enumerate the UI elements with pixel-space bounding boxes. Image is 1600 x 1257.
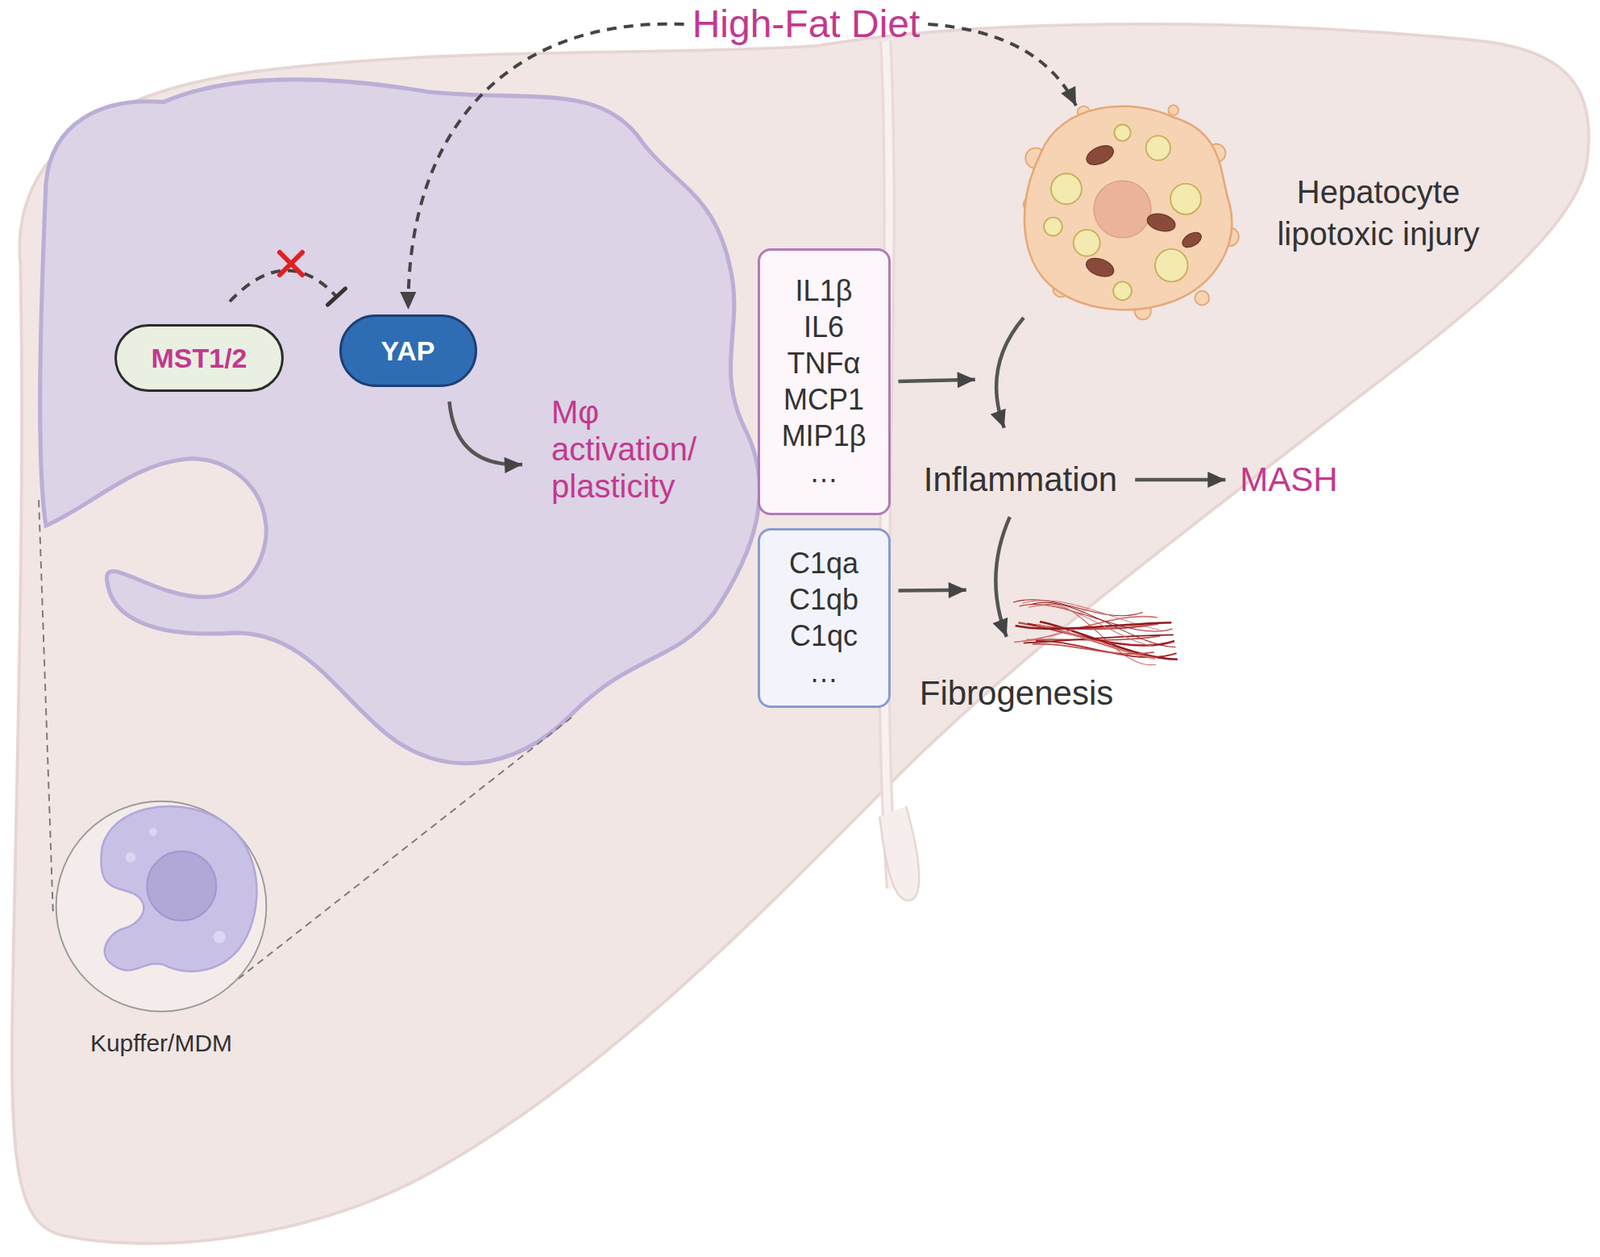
node-text: IL6 bbox=[803, 308, 844, 345]
vesicle bbox=[125, 851, 137, 863]
connector bbox=[898, 581, 967, 599]
arrow-head bbox=[399, 291, 416, 310]
illustration-stroke bbox=[1145, 211, 1177, 235]
kupffer-cell-icon bbox=[56, 801, 267, 1012]
connector-line bbox=[229, 270, 337, 302]
red-x bbox=[279, 252, 303, 275]
node-text: C1qb bbox=[789, 581, 859, 618]
arrow-head bbox=[993, 617, 1009, 637]
node-text: TNFα bbox=[787, 344, 861, 382]
arrow-head bbox=[957, 371, 976, 388]
vesicle bbox=[213, 930, 226, 944]
connector bbox=[993, 516, 1010, 637]
node-text: C1qc bbox=[789, 617, 858, 654]
cell-label: Kupffer/MDM bbox=[90, 1029, 233, 1057]
node-text: … bbox=[809, 653, 839, 690]
process-text: Inflammation bbox=[923, 460, 1118, 499]
node-text: Inflammation bbox=[923, 460, 1118, 499]
leader-line bbox=[226, 717, 572, 988]
node-text: C1qa bbox=[789, 544, 859, 582]
connector-line bbox=[927, 24, 1077, 106]
liver bbox=[12, 24, 1589, 1243]
hepatocyte-nucleus bbox=[1093, 180, 1152, 238]
illustration-stroke bbox=[1043, 217, 1063, 237]
illustration-stroke bbox=[1083, 141, 1117, 169]
illustration-stroke bbox=[1051, 173, 1082, 204]
illustration-stroke bbox=[1155, 249, 1189, 283]
connector-line bbox=[995, 516, 1010, 637]
connector-line bbox=[449, 401, 524, 465]
kupffer-nucleus bbox=[146, 851, 217, 921]
connector bbox=[399, 24, 684, 310]
inhibition-bar bbox=[327, 288, 345, 305]
illustration-stroke bbox=[1146, 135, 1171, 160]
illustration-stroke bbox=[1168, 104, 1180, 116]
vesicle bbox=[149, 827, 158, 836]
connector bbox=[449, 401, 524, 474]
complement-box: C1qaC1qbC1qc… bbox=[757, 527, 891, 708]
node-text: Hepatocyte lipotoxic injury bbox=[1253, 170, 1504, 255]
illustration-stroke bbox=[1073, 229, 1101, 257]
cytokine-box: IL1βIL6TNFαMCP1MIP1β… bbox=[757, 248, 891, 516]
red-x bbox=[279, 252, 303, 275]
connector bbox=[229, 270, 346, 305]
title-node: High-Fat Diet bbox=[692, 3, 921, 46]
disease-text: MASH bbox=[1239, 460, 1338, 499]
connector bbox=[1134, 471, 1226, 488]
illustration-stroke bbox=[1043, 124, 1202, 300]
illustration-stroke bbox=[1180, 229, 1205, 251]
gallbladder bbox=[879, 806, 919, 901]
macrophage-cell bbox=[40, 79, 761, 764]
illustration-stroke bbox=[1083, 141, 1204, 281]
node-text: MCP1 bbox=[783, 381, 865, 418]
illustration-stroke bbox=[1170, 183, 1202, 215]
hepatocyte-illustration bbox=[1023, 104, 1239, 320]
connectors bbox=[229, 24, 1226, 637]
collagen-fibers bbox=[1013, 599, 1178, 665]
connector bbox=[990, 317, 1024, 429]
node-text: MASH bbox=[1239, 460, 1338, 499]
node-text: High-Fat Diet bbox=[692, 3, 921, 46]
liver-outline bbox=[12, 24, 1589, 1243]
kupffer-cell bbox=[100, 806, 257, 972]
illustration-stroke bbox=[1032, 644, 1155, 654]
leader-line bbox=[38, 499, 54, 914]
connector-line bbox=[407, 24, 684, 310]
arrow-head bbox=[1060, 86, 1077, 106]
node-text: Fibrogenesis bbox=[919, 673, 1114, 713]
hepatocyte-node: Hepatocyte lipotoxic injury bbox=[1019, 108, 1504, 316]
blocked-mark bbox=[279, 252, 303, 275]
kinase-pill: MST1/2 bbox=[114, 324, 284, 392]
effector-pill: YAP bbox=[339, 314, 478, 387]
hepatocyte-body bbox=[1024, 106, 1232, 310]
node-text: Mφ activation/ plasticity bbox=[551, 393, 725, 505]
node-text: MST1/2 bbox=[150, 342, 247, 375]
illustration-stroke bbox=[1113, 281, 1132, 300]
arrow-head bbox=[948, 581, 967, 599]
kupffer-frame bbox=[56, 801, 267, 1012]
connector bbox=[898, 371, 976, 388]
arrow-head bbox=[1207, 471, 1226, 488]
outcome-text: Mφ activation/ plasticity bbox=[551, 393, 725, 505]
node-text: MIP1β bbox=[781, 417, 867, 454]
node-text: YAP bbox=[381, 335, 436, 367]
illustration-stroke bbox=[1015, 622, 1172, 628]
connector bbox=[927, 24, 1077, 106]
illustration-stroke bbox=[1084, 254, 1117, 280]
node-text: … bbox=[809, 453, 839, 491]
illustration-stroke bbox=[1023, 104, 1239, 320]
node-text: IL1β bbox=[795, 272, 853, 309]
arrow-head bbox=[504, 457, 523, 474]
illustration-stroke bbox=[1113, 124, 1131, 141]
illustration-stroke bbox=[1194, 290, 1210, 306]
process-text: Fibrogenesis bbox=[919, 673, 1114, 713]
arrow-head bbox=[990, 408, 1006, 429]
illustration-stroke bbox=[1028, 605, 1153, 647]
